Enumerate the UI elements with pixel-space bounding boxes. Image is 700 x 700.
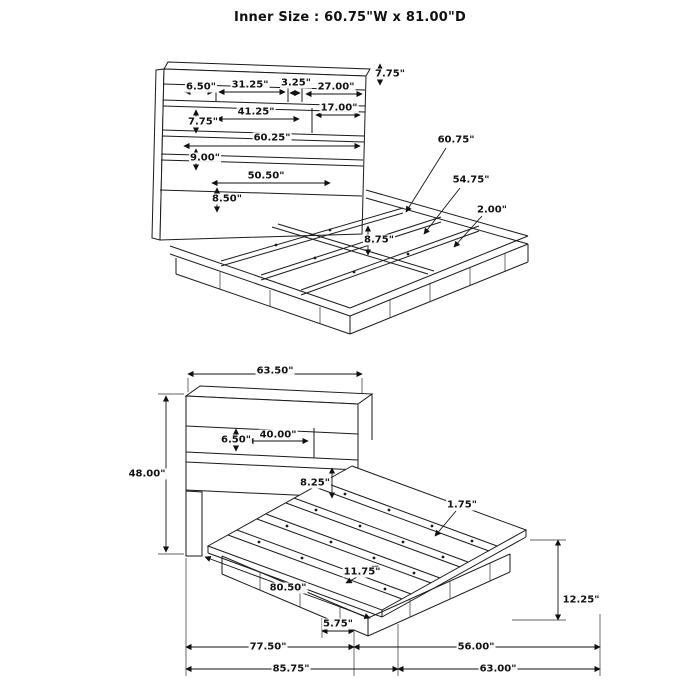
page-title: Inner Size : 60.75"W x 81.00"D: [234, 10, 466, 25]
dim-label: 54.75": [451, 174, 491, 186]
dim-label: 41.25": [236, 106, 276, 118]
dim-label: 7.75": [187, 116, 219, 128]
dim-label: 9.00": [189, 152, 221, 164]
dim-label: 1.75": [446, 499, 478, 511]
dim-label: 77.50": [248, 641, 288, 653]
dim-label: 40.00": [258, 429, 298, 441]
dim-label: 6.50": [185, 81, 217, 93]
dim-label: 48.00": [127, 468, 167, 480]
bottom-view-drawing: [158, 370, 601, 676]
dim-label: 60.75": [436, 134, 476, 146]
dim-label: 27.00": [316, 81, 356, 93]
dim-label: 8.25": [299, 477, 331, 489]
dim-label: 3.25": [280, 77, 312, 89]
dim-label: 8.50": [211, 193, 243, 205]
dim-label: 60.25": [252, 132, 292, 144]
bed-frame: [169, 189, 529, 335]
dim-label: 31.25": [230, 79, 270, 91]
dim-label: 2.00": [476, 204, 508, 216]
dim-label: 11.75": [342, 566, 382, 578]
dim-label: 17.00": [319, 102, 359, 114]
dim-label: 56.00": [456, 641, 496, 653]
dim-label: 12.25": [561, 594, 601, 606]
dim-label: 63.50": [255, 365, 295, 377]
dim-label: 85.75": [271, 663, 311, 675]
headboard-side-view: [184, 385, 374, 557]
dim-label: 63.00": [478, 663, 518, 675]
dim-label: 5.75": [322, 618, 354, 630]
dim-label: 8.75": [363, 234, 395, 246]
dim-label: 6.50": [220, 434, 252, 446]
dim-label: 80.50": [268, 582, 308, 594]
dim-label: 50.50": [246, 170, 286, 182]
dim-label: 7.75": [374, 68, 406, 80]
